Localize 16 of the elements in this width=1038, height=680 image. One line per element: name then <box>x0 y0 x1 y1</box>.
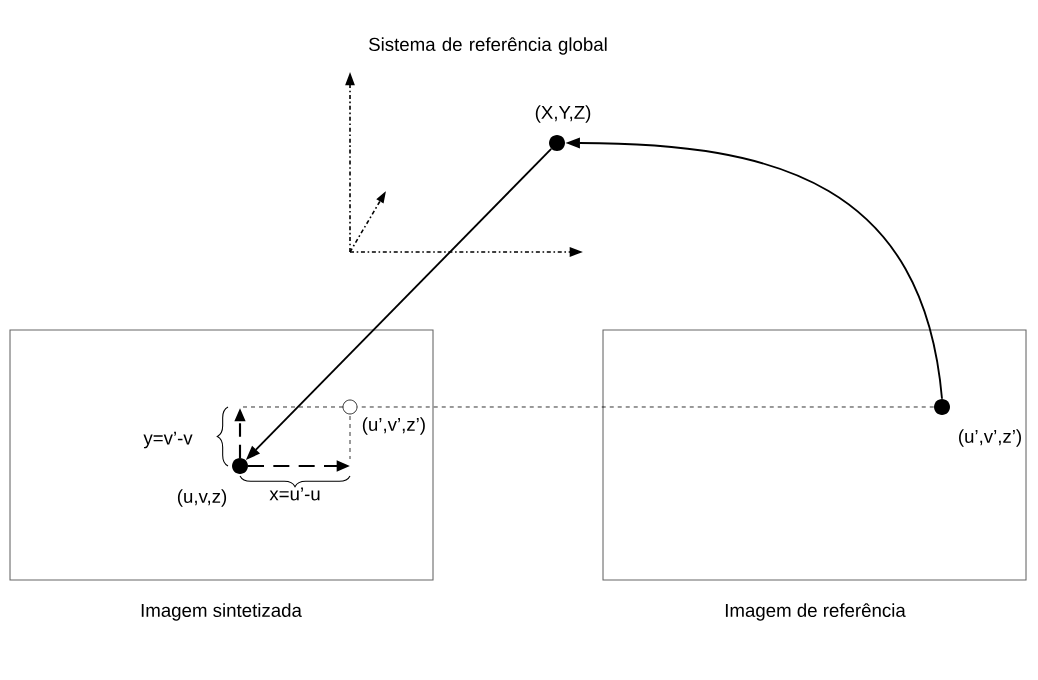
point-label: (u’,v’,z’) <box>362 417 425 435</box>
point-marker <box>934 399 950 415</box>
point-marker <box>342 399 358 415</box>
frame-caption: Imagem de referência <box>725 603 906 621</box>
frame-caption: Imagem sintetizada <box>141 603 302 621</box>
point-marker <box>549 135 565 151</box>
dimension-label: y=v’-v <box>143 431 193 449</box>
image-frame <box>602 329 1027 581</box>
connector-line <box>357 406 935 408</box>
point-label: (u’,v’,z’) <box>959 429 1021 447</box>
dimension-label: x=u’-u <box>269 487 320 501</box>
heading: Sistema de referência global <box>369 37 607 55</box>
image-frame <box>9 329 434 581</box>
point-label: (u,v,z) <box>177 489 227 507</box>
point-label: (X,Y,Z) <box>535 105 591 123</box>
point-marker <box>232 458 248 474</box>
